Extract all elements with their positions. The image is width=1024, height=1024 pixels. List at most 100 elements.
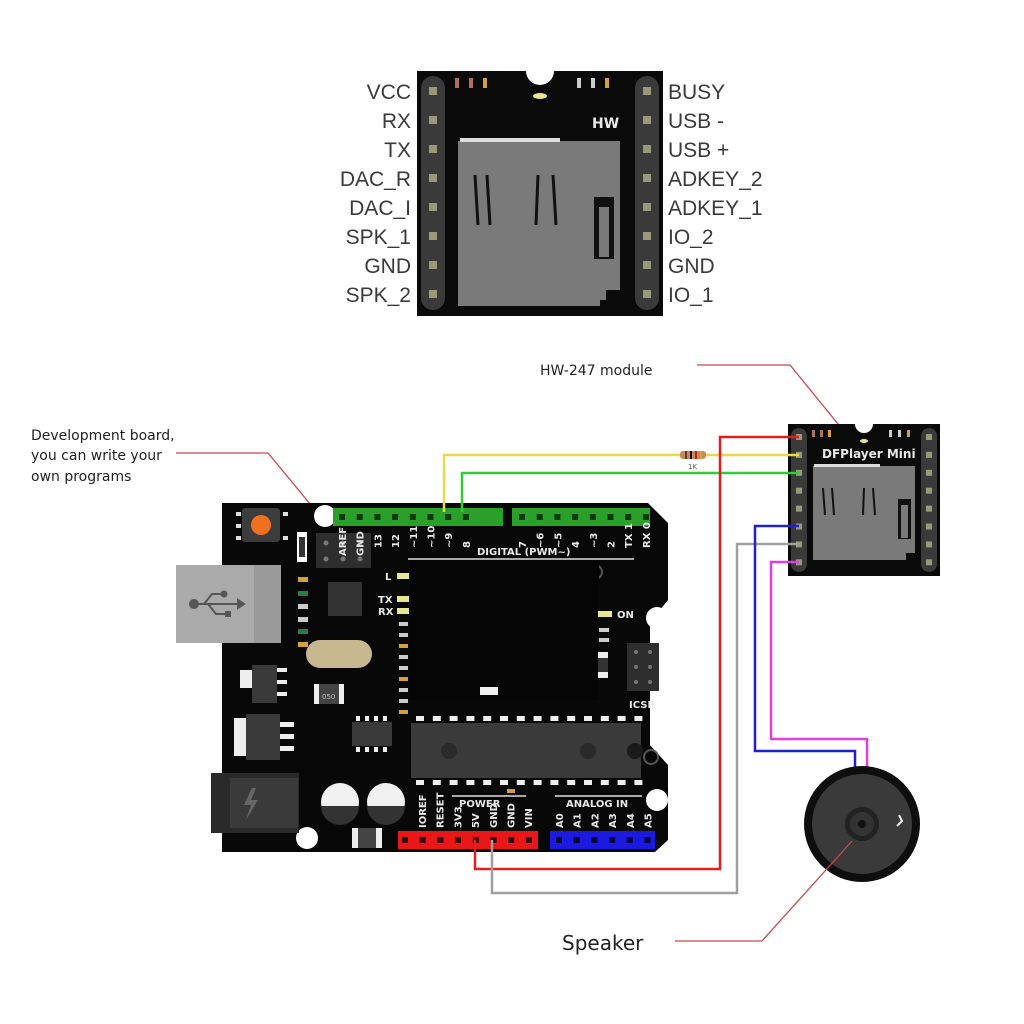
header-pin: [374, 514, 381, 520]
header-pin: [607, 514, 614, 520]
header-pin: [392, 514, 399, 520]
pin-pad: [926, 523, 932, 530]
module-callout-text: HW-247 module: [540, 363, 653, 379]
pin-pad: [429, 145, 437, 153]
pin-label-left: TX: [384, 139, 411, 162]
header-pin: [572, 514, 579, 520]
gray-wire: [490, 542, 799, 895]
power-header-label: POWER: [459, 799, 501, 810]
crystal: [306, 640, 372, 668]
pin-label-right: GND: [668, 255, 715, 278]
pin-label-right: USB +: [668, 139, 729, 162]
digital-pin-label: 2: [607, 541, 618, 548]
pin-pad: [796, 505, 802, 512]
digital-pin-label: ~3: [589, 533, 600, 548]
pin-label-left: SPK_1: [346, 226, 411, 249]
digital-header-right: [512, 508, 650, 526]
red-wire: [473, 435, 799, 871]
pin-label-right: IO_1: [668, 284, 714, 307]
pin-pad: [926, 451, 932, 458]
pin-pad: [643, 232, 651, 240]
header-pin: [642, 514, 649, 520]
header-pin: [554, 514, 561, 520]
power-pin-label: 5V: [471, 813, 482, 828]
pin-label-left: SPK_2: [346, 284, 411, 307]
digital-pin-label: 7: [518, 541, 529, 548]
pin-pad: [429, 87, 437, 95]
header-pin: [356, 514, 363, 520]
header-pin: [508, 837, 515, 843]
speaker-callout: Speaker: [562, 840, 853, 955]
digital-pin-label: ~5: [553, 533, 564, 548]
pin-label-left: VCC: [367, 81, 411, 104]
header-pin: [419, 837, 426, 843]
pin-pad: [926, 487, 932, 494]
header-pin: [556, 837, 562, 843]
pin-pad: [926, 469, 932, 476]
header-pin: [536, 514, 543, 520]
analog-pin-label: A1: [573, 813, 584, 828]
digital-header-left: [333, 508, 503, 526]
pin-label-right: USB -: [668, 110, 724, 133]
analog-pin-label: A4: [626, 813, 637, 828]
pin-label-left: DAC_I: [349, 197, 411, 220]
pinout-notch: [526, 57, 554, 85]
pin-pad: [926, 541, 932, 548]
led-label-l: L: [385, 572, 392, 583]
header-pin: [455, 837, 462, 843]
speaker-callout-text: Speaker: [562, 931, 644, 955]
analog-pin-label: A3: [608, 813, 619, 828]
power-pin-label: GND: [489, 803, 500, 828]
header-pin: [427, 514, 434, 520]
pin-pad: [429, 116, 437, 124]
pin-pad: [926, 559, 932, 566]
pin-label-right: BUSY: [668, 81, 725, 104]
header-pin: [402, 837, 408, 843]
capacitor: [367, 783, 405, 825]
pin-pad: [926, 505, 932, 512]
pin-label-left: DAC_R: [340, 168, 411, 191]
digital-pin-label: 13: [373, 534, 384, 548]
pin-pad: [429, 203, 437, 211]
status-led: [533, 93, 547, 99]
header-pin: [462, 514, 469, 520]
usb-chip: [328, 582, 362, 616]
dfplayer-label: DFPlayer Mini: [822, 447, 916, 461]
pin-pad: [643, 261, 651, 269]
analog-header: [550, 831, 655, 849]
board-callout-line-3: own programs: [31, 469, 131, 485]
pin-pad: [429, 290, 437, 298]
power-header: [398, 831, 538, 849]
header-pin: [591, 837, 598, 843]
digital-pin-label: GND: [356, 531, 367, 556]
icsp-label: ICSP: [629, 700, 655, 711]
reset-button-cap: [251, 515, 271, 535]
header-pin: [445, 514, 452, 520]
wires: [442, 435, 869, 895]
analog-pin-label: A2: [590, 813, 601, 828]
pin-pad: [643, 116, 651, 124]
power-pin-label: 3V3: [453, 806, 464, 828]
header-pin: [573, 837, 580, 843]
header-pin: [409, 514, 416, 520]
analog-pin-label: A0: [555, 813, 566, 828]
header-pin: [609, 837, 616, 843]
pin-label-right: ADKEY_1: [668, 197, 763, 220]
header-pin: [625, 514, 632, 520]
board-callout-line-2: you can write your: [31, 448, 162, 464]
power-pin-label: VIN: [524, 808, 535, 828]
digital-pin-label: TX 1: [624, 523, 635, 548]
icsp-header: [627, 643, 659, 691]
arduino-board: 050: [176, 503, 668, 852]
pin-pad: [643, 145, 651, 153]
pin-label-right: ADKEY_2: [668, 168, 763, 191]
pin-label-right: IO_2: [668, 226, 714, 249]
pin-pad: [643, 203, 651, 211]
pin-label-left: GND: [364, 255, 411, 278]
capacitor: [321, 783, 359, 825]
pin-pad: [796, 487, 802, 494]
pin-pad: [429, 261, 437, 269]
pin-label-left: RX: [382, 110, 411, 133]
